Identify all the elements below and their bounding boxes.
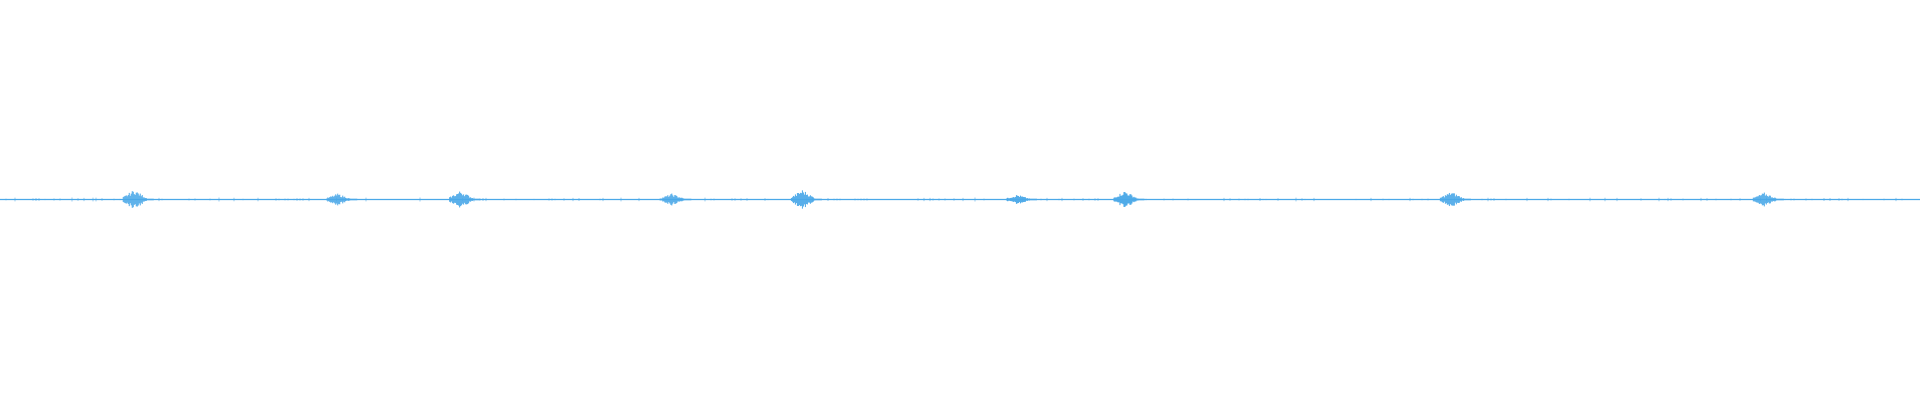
waveform-burst bbox=[790, 190, 822, 209]
waveform-burst bbox=[1113, 192, 1145, 207]
waveform-burst bbox=[1439, 192, 1471, 207]
waveform-burst bbox=[1752, 192, 1784, 207]
waveform-burst bbox=[449, 191, 481, 208]
waveform-burst bbox=[1005, 195, 1037, 204]
waveform-bursts bbox=[5, 190, 1903, 209]
waveform-burst bbox=[660, 193, 692, 206]
waveform-burst bbox=[326, 193, 358, 206]
waveform-burst bbox=[122, 191, 154, 208]
